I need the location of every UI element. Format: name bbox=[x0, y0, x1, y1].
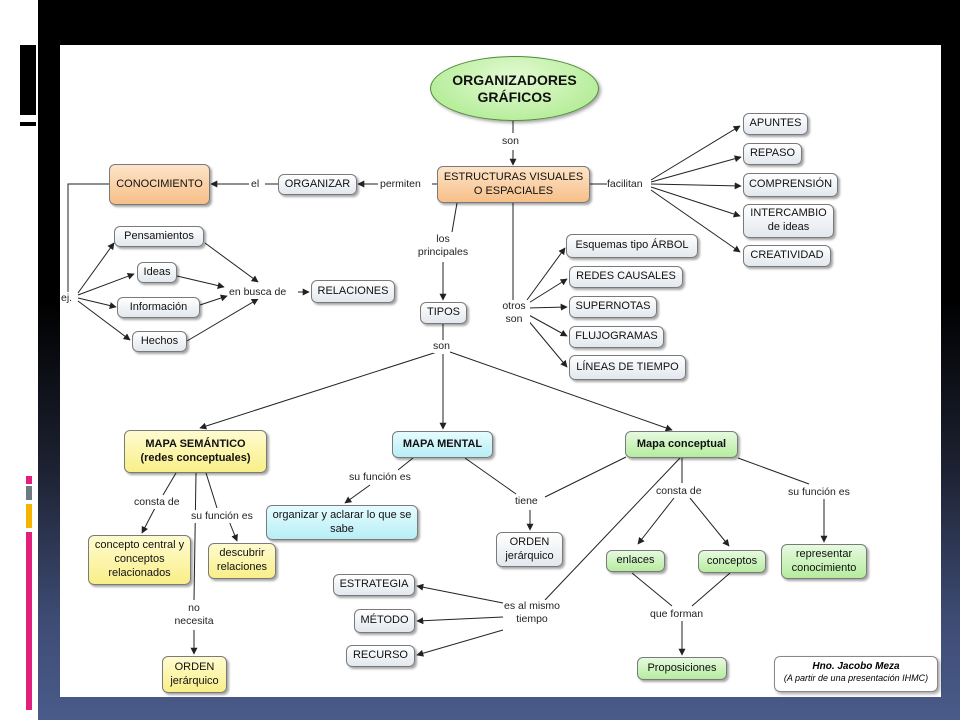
node-descubrir: descubrir relaciones bbox=[208, 543, 276, 579]
node-hechos: Hechos bbox=[132, 331, 187, 352]
link-otros-son: otros son bbox=[498, 300, 530, 327]
node-conocimiento: CONOCIMIENTO bbox=[109, 164, 210, 205]
root-node: ORGANIZADORES GRÁFICOS bbox=[430, 56, 599, 121]
link-consta-de-conceptual: consta de bbox=[656, 485, 702, 499]
link-en-busca: en busca de bbox=[229, 286, 287, 300]
node-organizar: ORGANIZAR bbox=[278, 174, 357, 195]
node-mapa-mental: MAPA MENTAL bbox=[392, 431, 493, 458]
credit-author: Hno. Jacobo Meza bbox=[812, 661, 900, 672]
link-que-forman: que forman bbox=[650, 608, 704, 622]
node-tipos: TIPOS bbox=[420, 302, 467, 324]
node-redes-causales: REDES CAUSALES bbox=[569, 266, 683, 288]
deco-bar-black-2 bbox=[28, 45, 36, 115]
node-recurso: RECURSO bbox=[346, 645, 415, 667]
node-pensamientos: Pensamientos bbox=[114, 226, 204, 247]
deco-bar-black-3 bbox=[20, 122, 36, 126]
node-comprension: COMPRENSIÓN bbox=[743, 173, 838, 197]
node-metodo: MÉTODO bbox=[354, 609, 415, 633]
link-son-tipos: son bbox=[433, 340, 450, 354]
link-consta-de: consta de bbox=[134, 496, 180, 510]
node-repaso: REPASO bbox=[743, 143, 802, 165]
node-orden-semantico: ORDEN jerárquico bbox=[162, 656, 227, 693]
node-proposiciones: Proposiciones bbox=[637, 657, 727, 680]
link-son: son bbox=[502, 135, 519, 149]
link-facilitan: facilitan bbox=[607, 178, 643, 192]
link-su-funcion-semantico: su función es bbox=[191, 510, 253, 524]
deco-bar-black-1 bbox=[20, 45, 28, 115]
link-permiten: permiten bbox=[380, 178, 421, 192]
link-su-funcion-conceptual: su función es bbox=[788, 486, 850, 500]
link-el: el bbox=[251, 178, 260, 192]
credit-box: Hno. Jacobo Meza (A partir de una presen… bbox=[774, 656, 938, 692]
node-concepto-central: concepto central y conceptos relacionado… bbox=[88, 535, 191, 585]
node-esquemas: Esquemas tipo ÁRBOL bbox=[566, 234, 698, 258]
link-no-necesita: no necesita bbox=[172, 602, 216, 629]
node-conceptos: conceptos bbox=[698, 550, 766, 573]
node-intercambio: INTERCAMBIO de ideas bbox=[743, 204, 834, 238]
link-ej: ej. bbox=[61, 292, 73, 306]
node-relaciones: RELACIONES bbox=[311, 280, 395, 303]
node-mapa-semantico: MAPA SEMÁNTICO (redes conceptuales) bbox=[124, 430, 267, 473]
deco-bar-grey bbox=[26, 486, 32, 500]
node-supernotas: SUPERNOTAS bbox=[569, 296, 657, 318]
node-representar: representar conocimiento bbox=[781, 544, 867, 579]
deco-bar-pink-long bbox=[26, 532, 32, 710]
link-tiene: tiene bbox=[515, 495, 538, 509]
node-flujogramas: FLUJOGRAMAS bbox=[569, 326, 664, 348]
link-los-principales: los principales bbox=[414, 233, 472, 260]
node-apuntes: APUNTES bbox=[743, 113, 808, 135]
deco-bar-pink bbox=[26, 476, 32, 484]
node-estructuras: ESTRUCTURAS VISUALES O ESPACIALES bbox=[437, 166, 590, 203]
node-enlaces: enlaces bbox=[606, 550, 665, 572]
node-ideas: Ideas bbox=[137, 262, 177, 283]
node-estrategia: ESTRATEGIA bbox=[333, 574, 415, 596]
node-creatividad: CREATIVIDAD bbox=[743, 245, 831, 267]
deco-bar-yellow bbox=[26, 504, 32, 528]
node-organizar-aclarar: organizar y aclarar lo que se sabe bbox=[266, 505, 418, 540]
link-su-funcion-mental: su función es bbox=[349, 471, 411, 485]
node-lineas-tiempo: LÍNEAS DE TIEMPO bbox=[569, 355, 686, 380]
node-orden-mental: ORDEN jerárquico bbox=[496, 532, 563, 567]
node-informacion: Información bbox=[117, 297, 200, 318]
credit-source: (A partir de una presentación IHMC) bbox=[783, 673, 929, 683]
link-es-al-mismo-tiempo: es al mismo tiempo bbox=[504, 600, 561, 627]
node-mapa-conceptual: Mapa conceptual bbox=[625, 431, 738, 458]
